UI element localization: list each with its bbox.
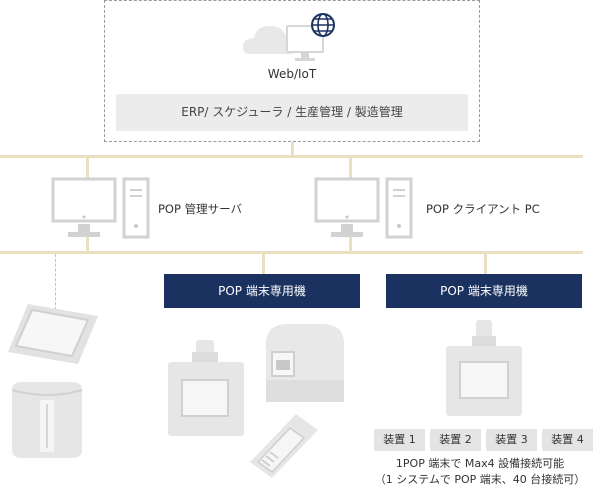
card-reader-icon [11, 382, 83, 458]
right-terminal-connector [484, 252, 487, 274]
left-terminal-header: POP 端末専用機 [164, 274, 360, 308]
lower-bus-line [0, 251, 583, 254]
client-pc-label: POP クライアント PC [426, 202, 540, 216]
left-terminal-connector [262, 252, 265, 274]
right-terminal-header: POP 端末専用機 [386, 274, 582, 308]
server-computer-icon [51, 177, 150, 239]
globe-icon [311, 13, 335, 37]
client-connector-top [349, 156, 352, 178]
device-badge-4: 装置 4 [542, 429, 593, 451]
connection-note: 1POP 端末で Max4 設備接続可能 （1 システムで POP 端末、40 … [364, 456, 596, 488]
barcode-scanner-icon [250, 414, 318, 478]
connection-note-line1: 1POP 端末で Max4 設備接続可能 [395, 457, 565, 470]
web-iot-label: Web/IoT [267, 67, 317, 81]
terminal-panel-icon [168, 340, 244, 436]
server-label: POP 管理サーバ [158, 202, 242, 216]
server-connector-bottom [86, 236, 89, 252]
device-badge-2: 装置 2 [430, 429, 481, 451]
tablet-terminal-icon [8, 304, 98, 364]
right-terminal-panel-icon [446, 320, 522, 416]
cloud-connector [291, 142, 294, 156]
legacy-terminal-dashed-link [55, 254, 56, 310]
upper-bus-line [0, 155, 583, 158]
server-connector-top [86, 156, 89, 178]
device-badge-1: 装置 1 [374, 429, 425, 451]
erp-label-box: ERP/ スケジューラ / 生産管理 / 製造管理 [116, 94, 468, 131]
connection-note-line2: （1 システムで POP 端末、40 台接続可） [374, 473, 586, 486]
cloud-icon [242, 26, 299, 54]
client-connector-bottom [349, 236, 352, 252]
device-badge-3: 装置 3 [486, 429, 537, 451]
cloud-area [104, 0, 480, 142]
client-computer-icon [314, 177, 413, 239]
label-printer-icon [266, 324, 344, 402]
